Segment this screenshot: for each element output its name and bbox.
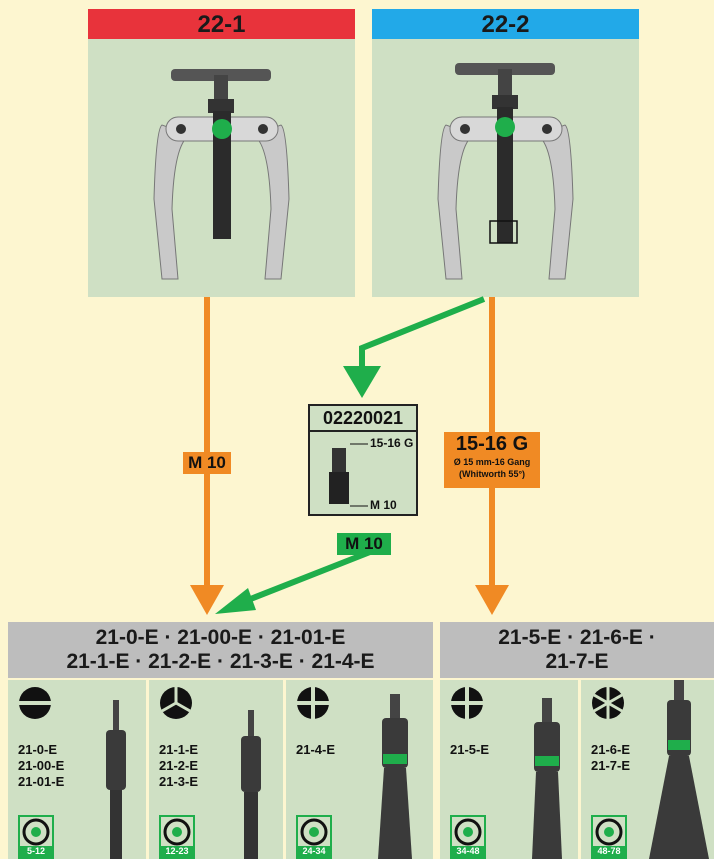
puller-22-1-image <box>153 69 290 280</box>
adapter-image <box>329 443 368 507</box>
extractor-image <box>649 680 709 859</box>
cell-code: 21-4-E <box>296 742 336 757</box>
extractor-cell-48-78: 21-6-E 21-7-E 48-78 <box>581 680 714 859</box>
cross-icon <box>451 687 483 719</box>
extractor-image <box>378 694 412 859</box>
bearing-range-badge: 34-48 <box>450 815 486 859</box>
cell-code: 21-6-E <box>591 742 631 757</box>
bearing-icon <box>163 818 191 846</box>
extractor-cell-12-23: 21-1-E 21-2-E 21-3-E 12-23 <box>149 680 283 859</box>
puller-22-2-header: 22-2 <box>372 9 639 39</box>
bearing-range: 48-78 <box>593 846 625 857</box>
left-group-line2: 21-1-E · 21-2-E · 21-3-E · 21-4-E <box>66 650 375 673</box>
six-segment-icon <box>592 687 624 719</box>
thread-15-16g-line1: Ø 15 mm-16 Gang <box>453 457 531 467</box>
extractor-cell-24-34: 21-4-E 24-34 <box>286 680 433 859</box>
thread-15-16g-label: 15-16 G Ø 15 mm-16 Gang (Whitworth 55°) <box>444 432 540 488</box>
bearing-range-badge: 48-78 <box>591 815 627 859</box>
slot-icon <box>19 687 51 719</box>
bearing-range: 5-12 <box>20 846 52 857</box>
cross-icon <box>297 687 329 719</box>
cell-code: 21-7-E <box>591 758 631 773</box>
adapter-m10-label: M 10 <box>337 533 391 555</box>
cell-code: 21-01-E <box>18 774 65 789</box>
thread-15-16g-line2: (Whitworth 55°) <box>458 469 526 479</box>
extractor-cell-34-48: 21-5-E 34-48 <box>440 680 578 859</box>
extractor-image <box>106 700 126 859</box>
extractor-image <box>241 710 261 859</box>
adapter-bottom-thread: M 10 <box>370 498 397 512</box>
cell-code: 21-00-E <box>18 758 65 773</box>
puller-22-1-header: 22-1 <box>88 9 355 39</box>
cell-code: 21-5-E <box>450 742 490 757</box>
cell-code: 21-2-E <box>159 758 199 773</box>
extractor-cell-5-12: 21-0-E 21-00-E 21-01-E 5-12 <box>8 680 146 859</box>
bearing-range-badge: 24-34 <box>296 815 332 859</box>
bearing-range: 24-34 <box>298 846 330 857</box>
bearing-icon <box>22 818 50 846</box>
adapter-code: 02220021 <box>310 406 416 432</box>
puller-22-2-panel <box>372 39 639 297</box>
left-group-line1: 21-0-E · 21-00-E · 21-01-E <box>95 626 346 649</box>
extractor-image <box>532 698 562 859</box>
puller-22-1-panel <box>88 39 355 297</box>
cell-code: 21-1-E <box>159 742 199 757</box>
bearing-range: 12-23 <box>161 846 193 857</box>
adapter-02220021-box: 02220021 15-16 G M 10 <box>308 404 418 516</box>
cell-code: 21-0-E <box>18 742 58 757</box>
right-group-line2: 21-7-E <box>545 650 609 673</box>
thread-m10-label: M 10 <box>183 452 231 474</box>
right-group-line1: 21-5-E · 21-6-E · <box>498 626 656 649</box>
cell-code: 21-3-E <box>159 774 199 789</box>
puller-22-2-image <box>437 63 574 280</box>
three-segment-icon <box>160 687 192 719</box>
bearing-range-badge: 5-12 <box>18 815 54 859</box>
bearing-icon <box>595 818 623 846</box>
right-group-header: 21-5-E · 21-6-E · 21-7-E <box>440 622 714 678</box>
bearing-range: 34-48 <box>452 846 484 857</box>
left-group-header: 21-0-E · 21-00-E · 21-01-E 21-1-E · 21-2… <box>8 622 433 678</box>
thread-15-16g-title: 15-16 G <box>455 433 529 455</box>
bearing-range-badge: 12-23 <box>159 815 195 859</box>
adapter-top-thread: 15-16 G <box>370 436 414 450</box>
bearing-icon <box>454 818 482 846</box>
bearing-icon <box>300 818 328 846</box>
